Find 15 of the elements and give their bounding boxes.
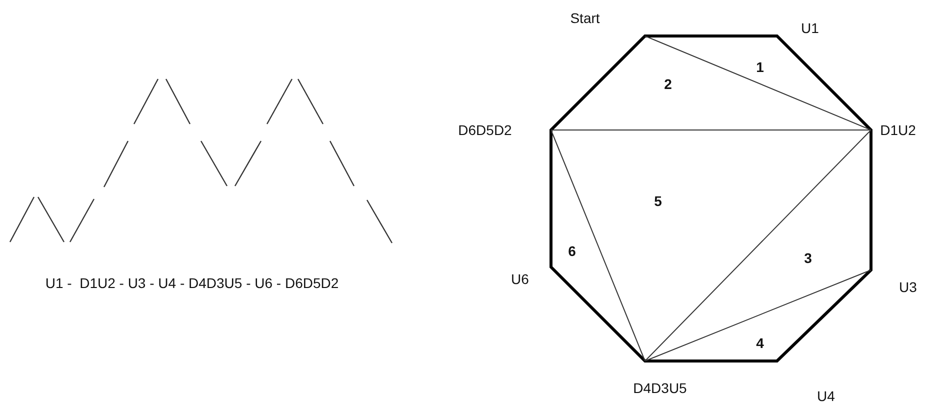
vertex-label: U3 xyxy=(899,279,917,295)
vertex-label: U6 xyxy=(511,271,529,287)
vertex-label: D6D5D2 xyxy=(458,122,512,138)
vertex-label: Start xyxy=(570,10,600,26)
region-number: 6 xyxy=(568,243,576,259)
vertex-label: U4 xyxy=(817,388,835,402)
vertex-label: D4D3U5 xyxy=(633,380,687,396)
region-number: 4 xyxy=(756,335,764,351)
region-number: 5 xyxy=(654,193,662,209)
vertex-label: D1U2 xyxy=(880,122,916,138)
region-number: 2 xyxy=(664,76,672,92)
region-number: 3 xyxy=(804,250,812,266)
region-number: 1 xyxy=(756,59,764,75)
sequence-text: U1 - D1U2 - U3 - U4 - D4D3U5 - U6 - D6D5D2 xyxy=(45,275,339,291)
vertex-label: U1 xyxy=(801,20,819,36)
